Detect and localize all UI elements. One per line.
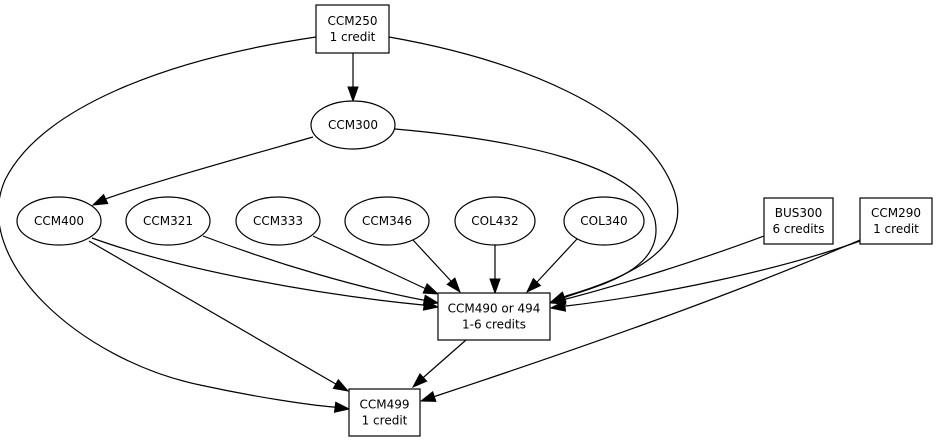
edge-col432-to-ccm490 (489, 245, 501, 295)
edge-ccm321-to-ccm490 (202, 235, 440, 306)
node-bus300: BUS300 6 credits (763, 197, 834, 245)
edge-ccm300-to-ccm400 (91, 136, 314, 206)
node-ellipse (454, 196, 536, 246)
arrowhead-icon (91, 193, 109, 206)
node-ccm333: CCM333 (235, 196, 321, 246)
node-ellipse (563, 196, 645, 246)
node-title: BUS300 (775, 206, 823, 220)
node-ellipse (235, 196, 321, 246)
node-box (437, 292, 551, 341)
node-ccm321: CCM321 (125, 196, 211, 246)
edge-ccm490-to-ccm499 (411, 339, 467, 389)
node-col340: COL340 (563, 196, 645, 246)
edge-line (394, 128, 657, 298)
arrowhead-icon (525, 277, 542, 294)
edge-ccm400-to-ccm499 (88, 240, 350, 392)
node-title: COL340 (580, 214, 627, 228)
node-ccm499: CCM499 1 credit (348, 388, 421, 437)
arrowhead-icon (411, 372, 428, 389)
edge-line (565, 235, 765, 300)
edge-line (412, 239, 451, 281)
arrowhead-icon (549, 300, 567, 312)
node-ellipse (310, 100, 396, 150)
edge-ccm290-to-ccm499 (419, 239, 861, 402)
node-credits: 1 credit (330, 30, 376, 44)
node-ccm490: CCM490 or 494 1-6 credits (437, 292, 551, 341)
node-credits: 6 credits (772, 222, 824, 236)
node-title: CCM333 (253, 214, 303, 228)
node-title: CCM290 (871, 206, 921, 220)
arrowhead-icon (332, 378, 350, 392)
arrowhead-icon (446, 277, 461, 294)
node-col432: COL432 (454, 196, 536, 246)
edge-line (0, 36, 334, 408)
edge-col340-to-ccm490 (525, 238, 578, 294)
node-credits: 1 credit (362, 414, 408, 428)
node-title: CCM300 (328, 118, 378, 132)
node-ellipse (344, 196, 430, 246)
node-ccm346: CCM346 (344, 196, 430, 246)
edge-line (435, 239, 861, 397)
arrowhead-icon (422, 294, 440, 306)
arrowhead-icon (489, 278, 501, 295)
node-title: CCM346 (362, 214, 412, 228)
arrowhead-icon (419, 390, 437, 402)
arrowhead-icon (333, 401, 351, 413)
edge-ccm290-to-ccm490 (549, 240, 861, 312)
edge-line (388, 36, 679, 297)
edge-ccm250-to-ccm300 (347, 53, 359, 103)
edge-line (88, 240, 335, 384)
node-ellipse (16, 196, 102, 246)
node-title: CCM250 (327, 14, 377, 28)
node-box (315, 4, 390, 54)
node-ccm400: CCM400 (16, 196, 102, 246)
node-box (859, 197, 933, 245)
edge-ccm346-to-ccm490 (412, 239, 461, 294)
node-credits: 1 credit (873, 222, 919, 236)
edge-line (537, 238, 578, 282)
edge-ccm333-to-ccm490 (312, 235, 440, 295)
node-ccm250: CCM250 1 credit (315, 4, 390, 54)
node-box (348, 388, 421, 437)
arrowhead-icon (347, 86, 359, 103)
node-credits: 1-6 credits (462, 318, 526, 332)
node-title: CCM490 or 494 (448, 302, 541, 316)
edge-line (424, 339, 467, 377)
node-title: COL432 (471, 214, 518, 228)
edge-ccm250-to-ccm490 (388, 36, 679, 303)
edge-line (565, 240, 861, 307)
node-ccm300: CCM300 (310, 100, 396, 150)
node-title: CCM321 (143, 214, 193, 228)
edge-ccm400-to-ccm490 (91, 237, 440, 311)
node-title: CCM499 (359, 398, 409, 412)
node-ellipse (125, 196, 211, 246)
edge-ccm250-to-ccm499 (0, 36, 351, 413)
edges-layer (0, 36, 861, 413)
edge-line (91, 237, 424, 306)
edge-bus300-to-ccm490 (549, 235, 765, 305)
arrowhead-icon (422, 283, 440, 295)
edge-line (202, 235, 424, 301)
node-box (763, 197, 834, 245)
node-ccm290: CCM290 1 credit (859, 197, 933, 245)
node-title: CCM400 (34, 214, 84, 228)
edge-line (312, 235, 425, 289)
edge-line (107, 136, 314, 199)
